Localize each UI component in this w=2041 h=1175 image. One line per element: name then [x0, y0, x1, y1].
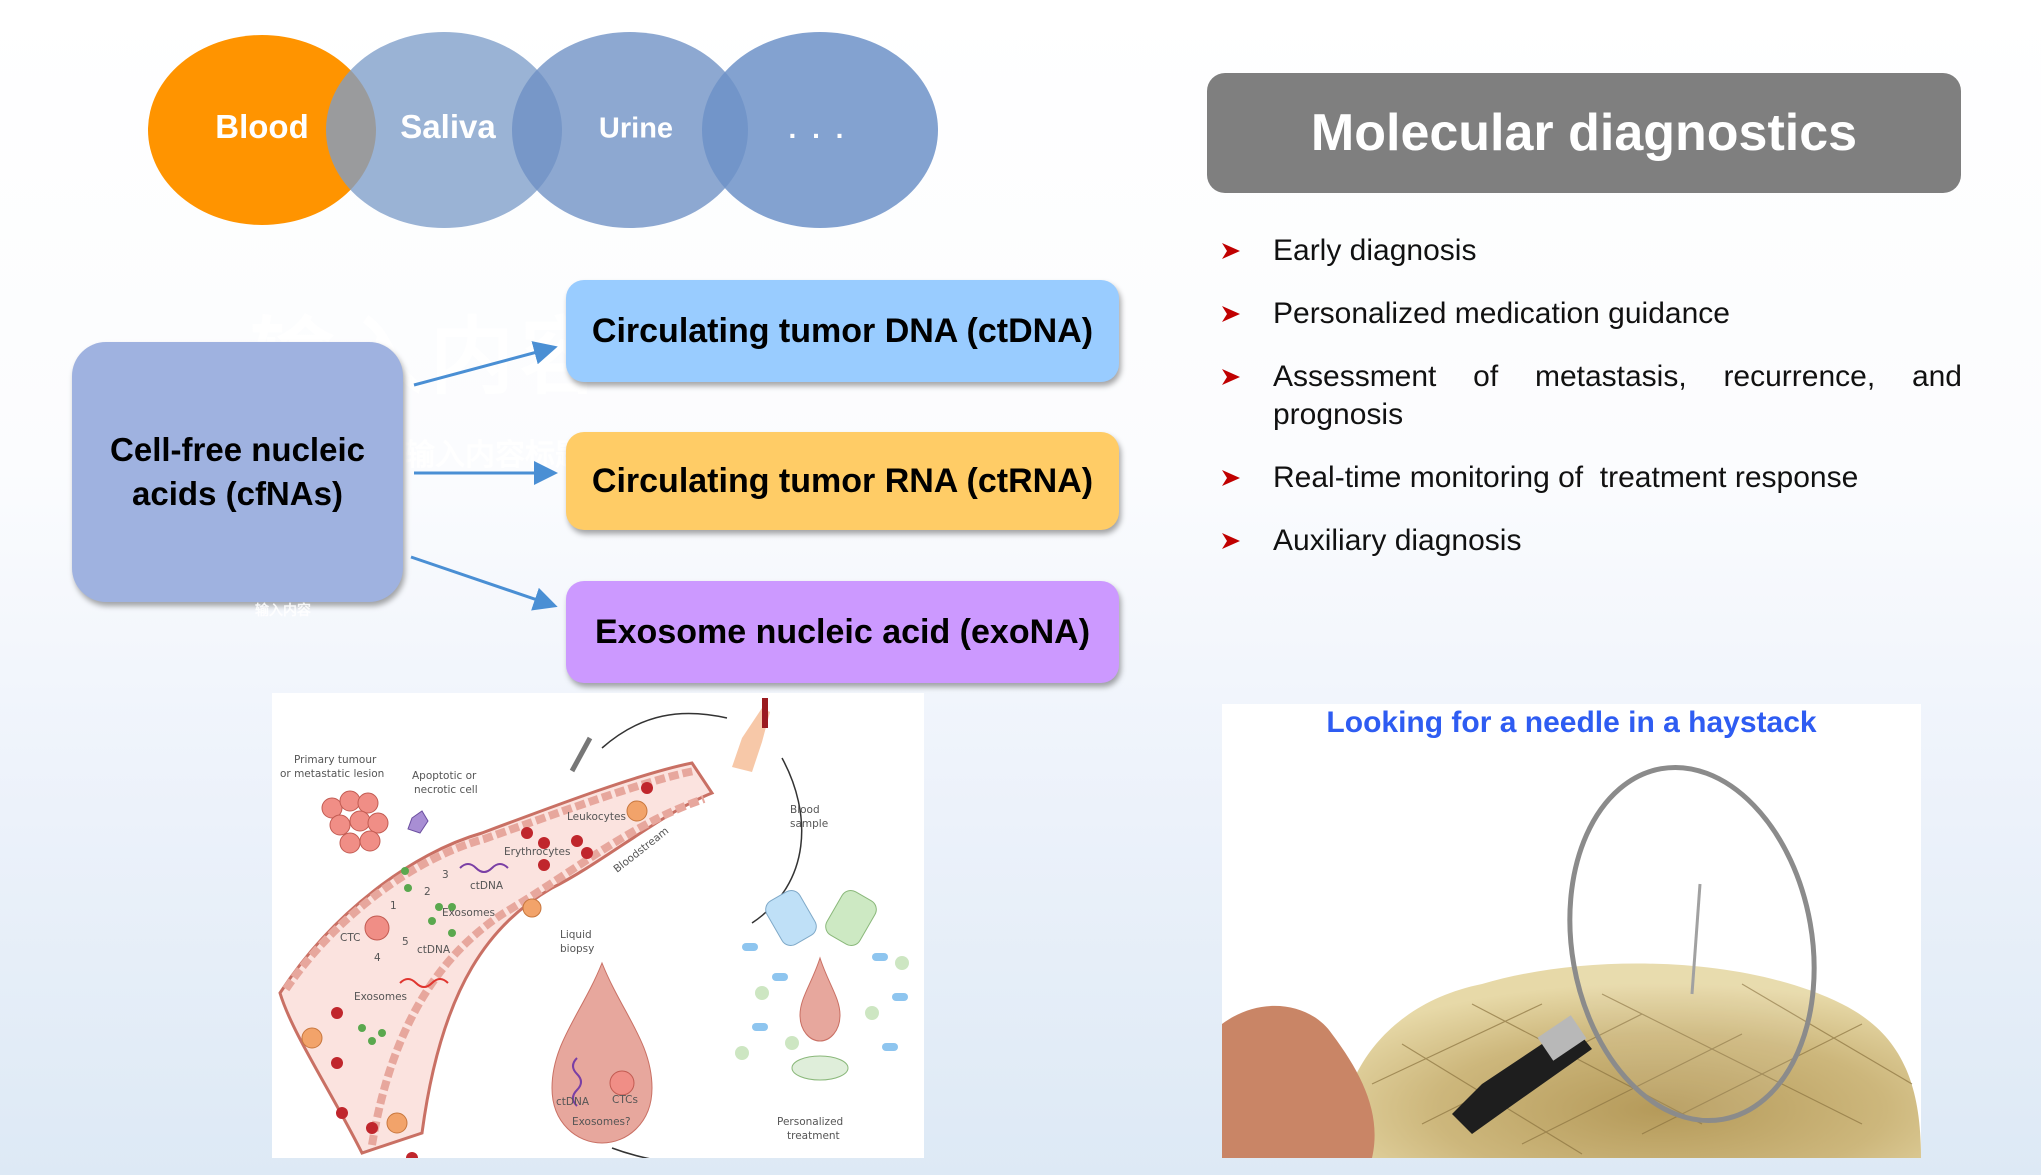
md-item: Personalized medication guidance — [1220, 295, 1962, 333]
circles-svg — [148, 32, 938, 228]
erythrocytes — [331, 782, 653, 1158]
vessel-wall-cells — [368, 795, 706, 1146]
liquid-biopsy-illustration: Primary tumour or metastatic lesion Apop… — [272, 693, 924, 1158]
ctc-cell — [364, 915, 390, 941]
label-liquid: Liquid — [560, 929, 592, 941]
label-necrotic: necrotic cell — [414, 784, 478, 796]
md-item-text: Personalized medication guidance — [1273, 297, 1730, 330]
arrow-bullet-icon — [1222, 306, 1240, 322]
label-ctdna-5: ctDNA — [417, 944, 451, 956]
magnifier-collar — [1537, 1015, 1587, 1061]
label-apoptotic: Apoptotic or — [412, 770, 477, 782]
label-blood: Blood — [790, 804, 820, 816]
label-leukocytes: Leukocytes — [567, 811, 626, 823]
arrow-bullet-icon — [1222, 369, 1240, 385]
label-exosomes-4: Exosomes — [354, 991, 407, 1003]
md-item-text: Real-time monitoring of treatment respon… — [1273, 461, 1859, 494]
haystack-title: Looking for a needle in a haystack — [1326, 706, 1817, 739]
flow-arrow — [611, 1147, 651, 1158]
md-item-text: Assessment of metastasis, recurrence, an… — [1273, 360, 1962, 431]
label-biopsy: biopsy — [560, 943, 594, 955]
md-item-text: Early diagnosis — [1273, 234, 1477, 267]
ctrna-box: Circulating tumor RNA (ctRNA) — [566, 432, 1119, 530]
apoptotic-cell — [407, 810, 429, 834]
label-ctdna-3: ctDNA — [470, 880, 504, 892]
md-item: Real-time monitoring of treatment respon… — [1220, 459, 1962, 497]
label-erythrocytes: Erythrocytes — [504, 846, 570, 858]
label-num-1: 1 — [390, 900, 397, 912]
circle-more — [702, 32, 938, 228]
ctdna-helix-red — [399, 978, 449, 988]
illustration-svg: Primary tumour or metastatic lesion Apop… — [278, 698, 909, 1158]
md-item: Early diagnosis — [1220, 232, 1962, 270]
needle-haystack-image: Looking for a needle in a haystack — [1222, 704, 1921, 1158]
hand-icon — [732, 708, 770, 772]
hand — [1222, 1005, 1375, 1158]
exosomes — [358, 867, 456, 1045]
pills-cluster — [735, 890, 909, 1081]
md-item-text: Auxiliary diagnosis — [1273, 524, 1522, 557]
sample-source-circles: Blood Saliva Urine . . . — [140, 25, 950, 235]
ctdna-box: Circulating tumor DNA (ctDNA) — [566, 280, 1119, 382]
exona-box: Exosome nucleic acid (exoNA) — [566, 581, 1119, 683]
exona-label: Exosome nucleic acid (exoNA) — [594, 612, 1091, 651]
label-drop-ctcs: CTCs — [612, 1094, 638, 1106]
leukocytes — [301, 800, 648, 1134]
label-ctc: CTC — [340, 932, 360, 944]
circle-label-saliva: Saliva — [400, 108, 496, 145]
drop-ctdna — [572, 1057, 582, 1107]
label-primary-tumour: Primary tumour — [294, 754, 377, 766]
arrow-bullet-icon — [1222, 243, 1240, 259]
circle-label-urine: Urine — [598, 112, 674, 145]
label-num-3: 3 — [442, 869, 449, 881]
label-treatment: treatment — [787, 1130, 840, 1142]
circle-urine — [512, 32, 748, 228]
circle-label-more: . . . — [788, 113, 848, 144]
tumour-cluster — [321, 790, 389, 854]
ctdna-label: Circulating tumor DNA (ctDNA) — [591, 311, 1094, 350]
arrow-bullet-icon — [1222, 470, 1240, 486]
circle-label-blood: Blood — [215, 108, 309, 145]
label-exosomes-2: Exosomes — [442, 907, 495, 919]
md-item: Assessment of metastasis, recurrence, an… — [1220, 358, 1962, 434]
label-sample: sample — [790, 818, 828, 830]
cfna-label: Cell-free nucleic acids (cfNAs) — [110, 431, 365, 512]
label-personalized: Personalized — [777, 1116, 843, 1128]
watermark-subtitle: 输入内容标题 — [405, 438, 585, 473]
haystack-svg — [1222, 764, 1921, 1158]
blood-vessel — [278, 761, 715, 1155]
flow-arrow — [601, 712, 728, 749]
magnifier-lens — [1567, 764, 1817, 1124]
md-item: Auxiliary diagnosis — [1220, 522, 1962, 560]
liquid-biopsy-drop — [551, 961, 653, 1144]
label-drop-exosomes: Exosomes? — [572, 1116, 631, 1128]
label-drop-ctdna: ctDNA — [556, 1096, 590, 1108]
label-num-2: 2 — [424, 886, 431, 898]
drop-ctc — [609, 1070, 635, 1096]
molecular-diagnostics-title: Molecular diagnostics — [1207, 73, 1961, 193]
arrow-to-exona — [410, 555, 558, 611]
cfna-box: Cell-free nucleic acids (cfNAs) — [72, 342, 403, 602]
arrow-bullet-icon — [1222, 533, 1240, 549]
circle-blood — [148, 35, 376, 225]
ctdna-helix-purple — [459, 863, 509, 873]
watermark-tiny: 输入内容 — [255, 603, 311, 619]
md-title-text: Molecular diagnostics — [1310, 104, 1858, 162]
circle-saliva — [326, 32, 562, 228]
needle — [1690, 883, 1702, 995]
label-num-4: 4 — [374, 952, 381, 964]
syringe-icon — [569, 736, 593, 773]
blood-tube-icon — [762, 698, 768, 728]
label-num-5: 5 — [402, 936, 409, 948]
ctrna-label: Circulating tumor RNA (ctRNA) — [591, 461, 1094, 500]
label-metastatic-lesion: or metastatic lesion — [280, 768, 384, 780]
md-bullet-list: Early diagnosis Personalized medication … — [1220, 232, 1962, 585]
vessel-wall-cells — [282, 767, 695, 992]
